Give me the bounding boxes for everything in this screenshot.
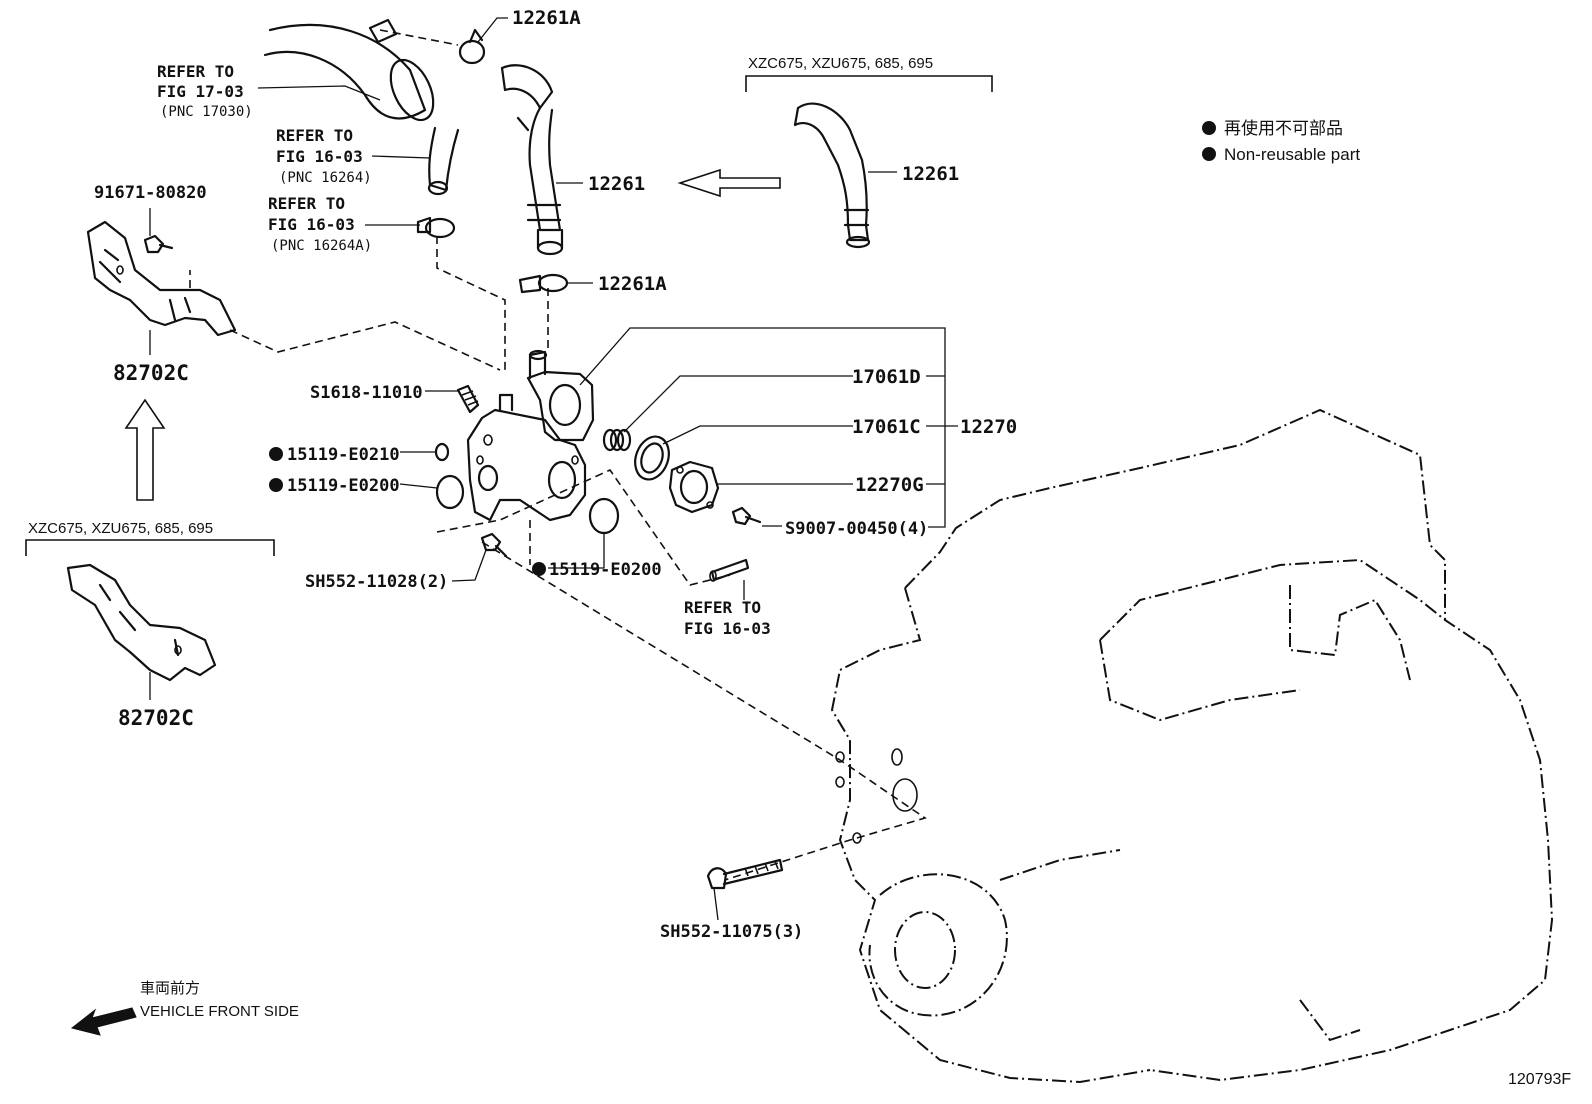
refer-r1-line2: FIG 17-03 bbox=[157, 82, 244, 101]
legend-non-reusable-ja: 再使用不可部品 bbox=[1224, 118, 1343, 138]
legend-non-reusable-en: Non-reusable part bbox=[1224, 145, 1360, 164]
model-bracket-left bbox=[25, 539, 275, 556]
water-inlet-12270G bbox=[668, 460, 720, 514]
legend: 再使用不可部品 Non-reusable part bbox=[1202, 118, 1360, 164]
water-hose-12261-center bbox=[500, 64, 564, 256]
refer-r2-line1: REFER TO bbox=[276, 126, 353, 145]
label-82702C-lower: 82702C bbox=[118, 706, 194, 730]
arrow-left-icon bbox=[677, 168, 781, 198]
bolt-91671-80820 bbox=[143, 234, 174, 254]
o-ring-15119-E0210 bbox=[434, 442, 450, 462]
model-bracket-top-right bbox=[745, 75, 993, 92]
model-note-top-right: XZC675, XZU675, 685, 695 bbox=[748, 55, 933, 72]
legend-bullet bbox=[1202, 121, 1216, 135]
non-reusable-marker bbox=[269, 478, 283, 492]
label-12261A-mid: 12261A bbox=[598, 273, 667, 295]
refer-r3-line2: FIG 16-03 bbox=[268, 215, 355, 234]
refer-r1-line1: REFER TO bbox=[157, 62, 234, 81]
refer-r2-line2: FIG 16-03 bbox=[276, 147, 363, 166]
refer-r3-line1: REFER TO bbox=[268, 194, 345, 213]
thermostat-17061C bbox=[634, 435, 670, 481]
engine-block-outline bbox=[830, 408, 1554, 1084]
figure-id: 120793F bbox=[1508, 1071, 1571, 1088]
label-15119-E0200-a: 15119-E0200 bbox=[287, 476, 400, 496]
o-ring-15119-E0200-b bbox=[588, 497, 620, 535]
label-12270: 12270 bbox=[960, 416, 1017, 438]
non-reusable-marker bbox=[532, 562, 546, 576]
bolt-S9007-00450 bbox=[731, 506, 762, 526]
label-S1618-11010: S1618-11010 bbox=[310, 383, 423, 403]
label-12261-center: 12261 bbox=[588, 173, 645, 195]
refer-r1-line3: (PNC 17030) bbox=[160, 104, 253, 120]
arrow-up-icon bbox=[124, 398, 166, 501]
water-hose-12261-variant bbox=[793, 102, 871, 249]
label-17061C: 17061C bbox=[852, 416, 921, 438]
label-17061D: 17061D bbox=[852, 366, 921, 388]
non-reusable-marker bbox=[269, 447, 283, 461]
label-S9007-00450: S9007-00450(4) bbox=[785, 519, 928, 539]
label-12261-right: 12261 bbox=[902, 163, 959, 185]
label-SH552-11028: SH552-11028(2) bbox=[305, 572, 448, 592]
model-note-left: XZC675, XZU675, 685, 695 bbox=[28, 520, 213, 537]
refer-r3-line3: (PNC 16264A) bbox=[271, 238, 372, 254]
vehicle-front-en: VEHICLE FRONT SIDE bbox=[140, 1003, 299, 1020]
legend-bullet bbox=[1202, 147, 1216, 161]
water-outlet-housing-12270 bbox=[466, 349, 595, 522]
o-ring-15119-E0200-a bbox=[435, 474, 465, 510]
label-12261A-top: 12261A bbox=[512, 7, 581, 29]
label-15119-E0200-b: 15119-E0200 bbox=[549, 560, 662, 580]
label-SH552-11075: SH552-11075(3) bbox=[660, 922, 803, 942]
refer-r2-line3: (PNC 16264) bbox=[279, 170, 372, 186]
hose-clamp-12261A-mid bbox=[518, 273, 569, 294]
pipe-reference-16-03 bbox=[709, 558, 750, 582]
leader-lines bbox=[149, 17, 958, 921]
assembly-lines bbox=[189, 29, 927, 881]
label-82702C-upper: 82702C bbox=[113, 361, 189, 385]
bolt-SH552-11075 bbox=[706, 858, 784, 890]
bracket-82702C-upper bbox=[86, 220, 237, 337]
refer-r4-line1: REFER TO bbox=[684, 598, 761, 617]
sensor-S1618-11010 bbox=[456, 384, 480, 414]
hose-clamp-16264A bbox=[416, 216, 456, 239]
spring-17061D bbox=[602, 428, 632, 452]
intake-hose-reference bbox=[263, 18, 460, 196]
refer-r4-line2: FIG 16-03 bbox=[684, 619, 771, 638]
label-12270G: 12270G bbox=[855, 474, 924, 496]
bracket-82702C-lower bbox=[66, 563, 217, 682]
label-91671-80820: 91671-80820 bbox=[94, 183, 207, 203]
vehicle-front-arrow-icon bbox=[70, 1007, 137, 1036]
label-15119-E0210: 15119-E0210 bbox=[287, 445, 400, 465]
bolt-SH552-11028 bbox=[480, 532, 508, 558]
vehicle-front-ja: 車両前方 bbox=[140, 980, 200, 997]
hose-clamp-12261A-top bbox=[458, 28, 486, 65]
